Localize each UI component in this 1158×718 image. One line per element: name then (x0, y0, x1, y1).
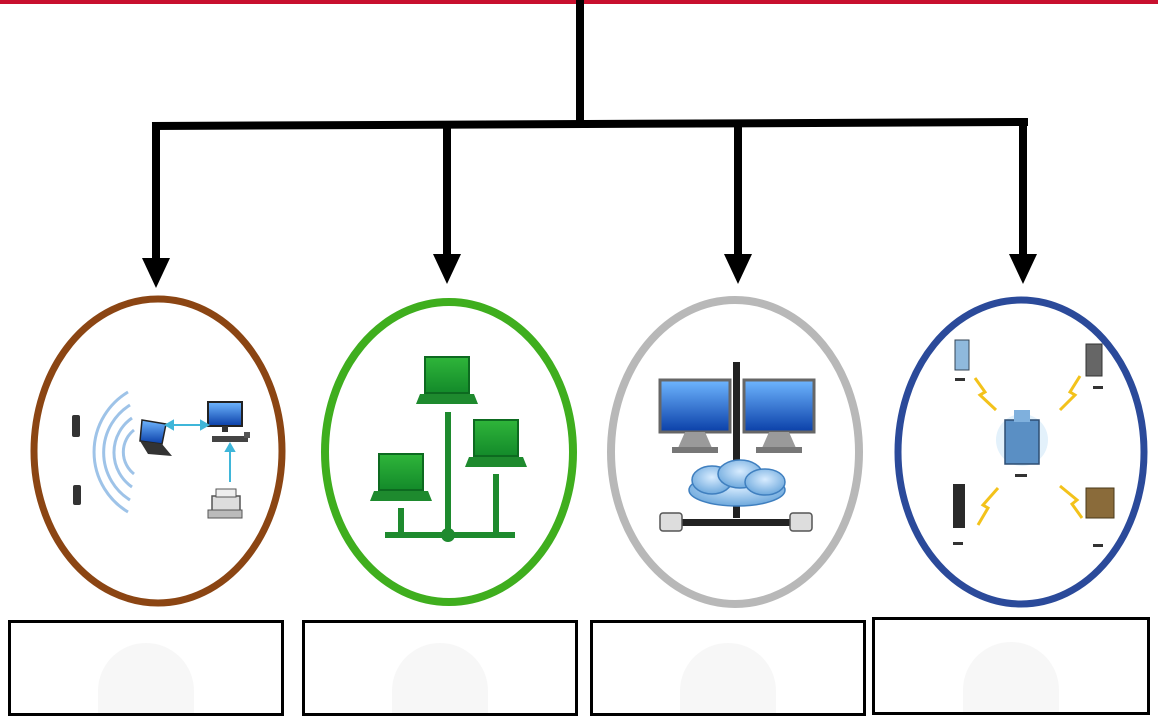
wide-area-network-icon (953, 339, 1115, 547)
arrow-wan (1009, 254, 1037, 284)
arrowheads (142, 254, 1037, 288)
arrow-bus (433, 254, 461, 284)
label-box-bus (302, 620, 578, 716)
laptop-top (416, 356, 478, 404)
arrow-network (724, 254, 752, 284)
wireless-network-node (30, 295, 286, 607)
label-placeholder (680, 643, 776, 713)
label-placeholder (963, 642, 1059, 712)
bus-topology-icon (370, 356, 527, 542)
wide-area-network-node (894, 296, 1148, 608)
laptop-left (370, 453, 432, 501)
label-box-wan (872, 617, 1150, 715)
wireless-network-icon (72, 390, 250, 519)
label-box-wireless (8, 620, 284, 716)
label-box-network (590, 620, 866, 716)
label-placeholder (98, 643, 194, 713)
connector-lines (151, 0, 1029, 262)
label-placeholder (392, 643, 488, 713)
networked-computers-node (607, 296, 863, 608)
arrow-wireless (142, 258, 170, 288)
networked-computers-icon (658, 362, 816, 532)
bus-topology-node (321, 298, 577, 606)
laptop-right (465, 419, 527, 467)
